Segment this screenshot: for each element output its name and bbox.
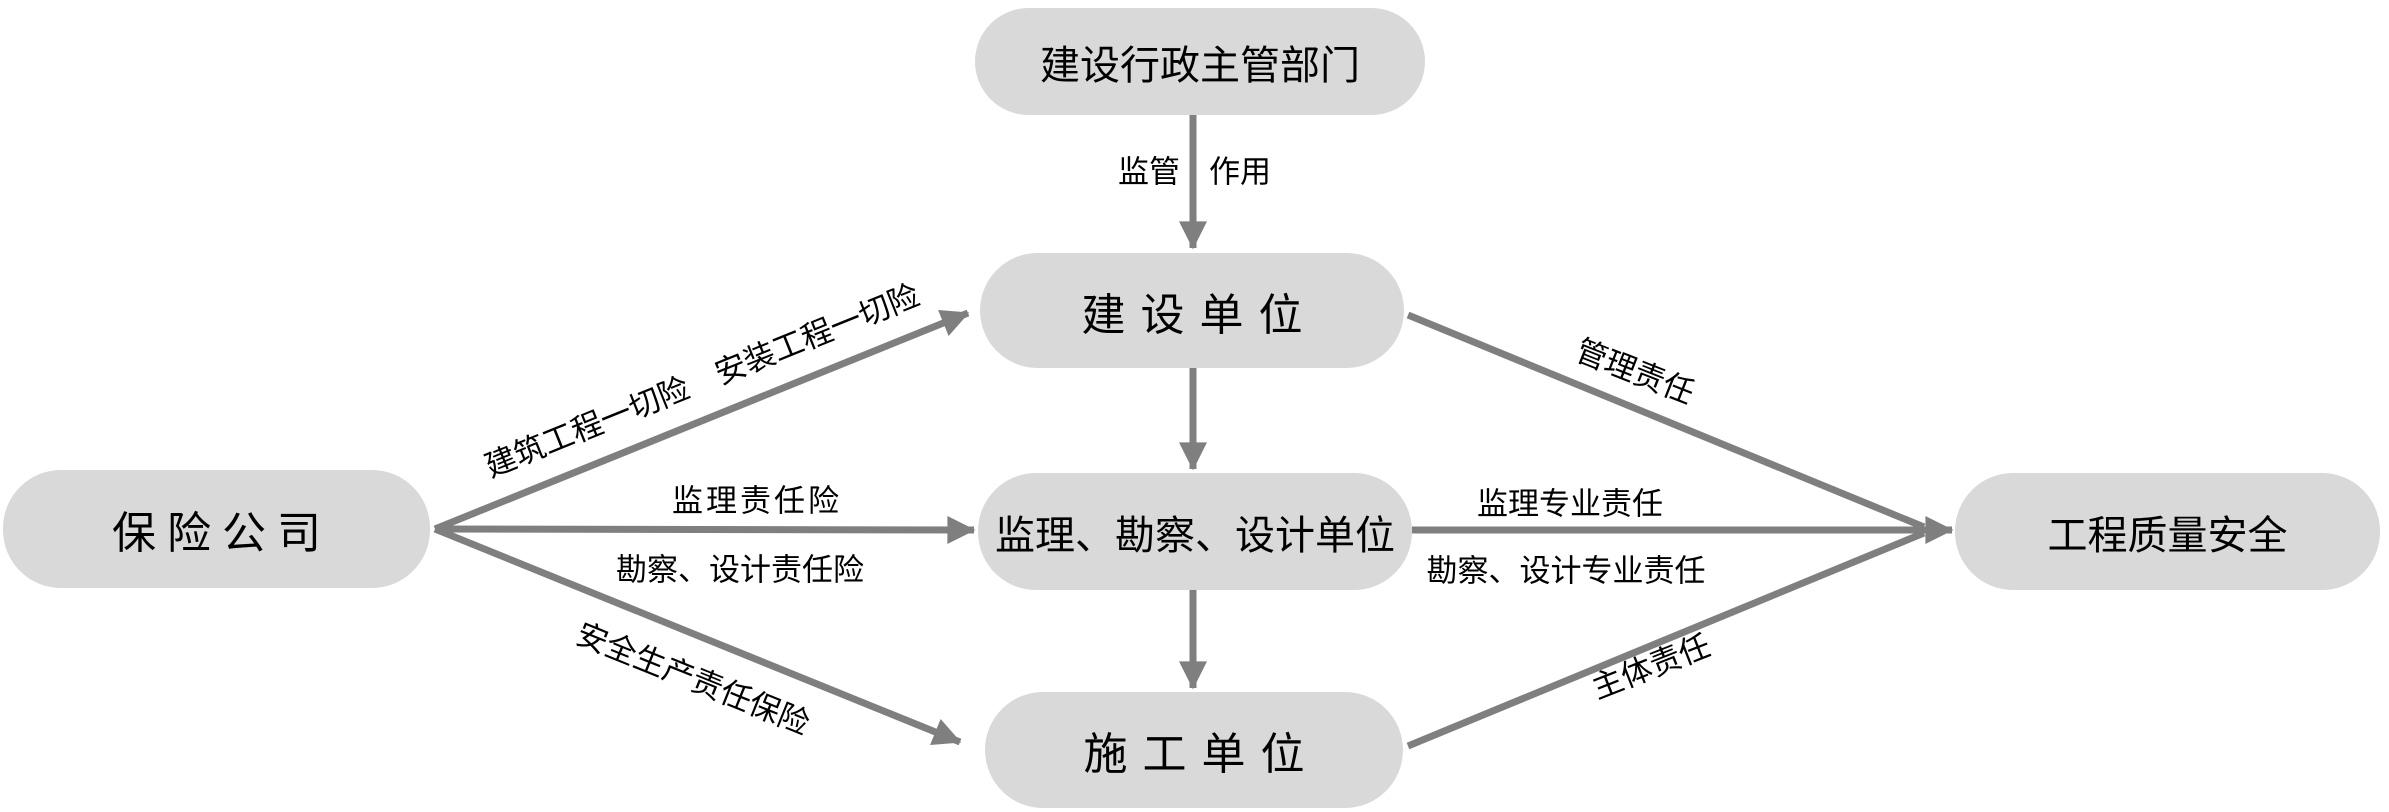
edge-insurance-to-supervision bbox=[434, 515, 976, 544]
edge-label-survey-design-professional-responsibility: 勘察、设计专业责任 bbox=[1426, 553, 1706, 589]
node-supervision-survey-design: 监理、勘察、设计单位 bbox=[978, 473, 1412, 590]
edge-label-supervision-professional-responsibility: 监理专业责任 bbox=[1477, 486, 1663, 522]
node-authority: 建设行政主管部门 bbox=[975, 8, 1425, 115]
edge-label-survey-design-liability-insurance: 勘察、设计责任险 bbox=[616, 552, 864, 588]
node-quality-safety-label: 工程质量安全 bbox=[2047, 513, 2288, 558]
edge-insurance-to-owner bbox=[433, 309, 970, 533]
node-insurance-label: 保险公司 bbox=[112, 509, 332, 558]
node-supervision-survey-design-label: 监理、勘察、设计单位 bbox=[995, 513, 1395, 558]
edge-insurance-to-contractor bbox=[433, 525, 962, 746]
node-owner-label: 建设单位 bbox=[1081, 290, 1318, 340]
edge-contractor-to-quality bbox=[1406, 529, 1926, 750]
node-contractor-label: 施工单位 bbox=[1083, 730, 1320, 779]
node-owner: 建设单位 bbox=[980, 253, 1404, 368]
edge-label-effect: 作用 bbox=[1209, 154, 1271, 190]
node-insurance: 保险公司 bbox=[3, 470, 430, 588]
node-authority-label: 建设行政主管部门 bbox=[1040, 43, 1360, 88]
edge-label-regulate: 监管 bbox=[1118, 154, 1180, 190]
node-contractor: 施工单位 bbox=[985, 692, 1403, 808]
edge-owner-to-quality bbox=[1406, 311, 1926, 531]
edge-label-supervision-liability-insurance: 监理责任险 bbox=[672, 483, 842, 519]
node-quality-safety: 工程质量安全 bbox=[1955, 473, 2380, 590]
